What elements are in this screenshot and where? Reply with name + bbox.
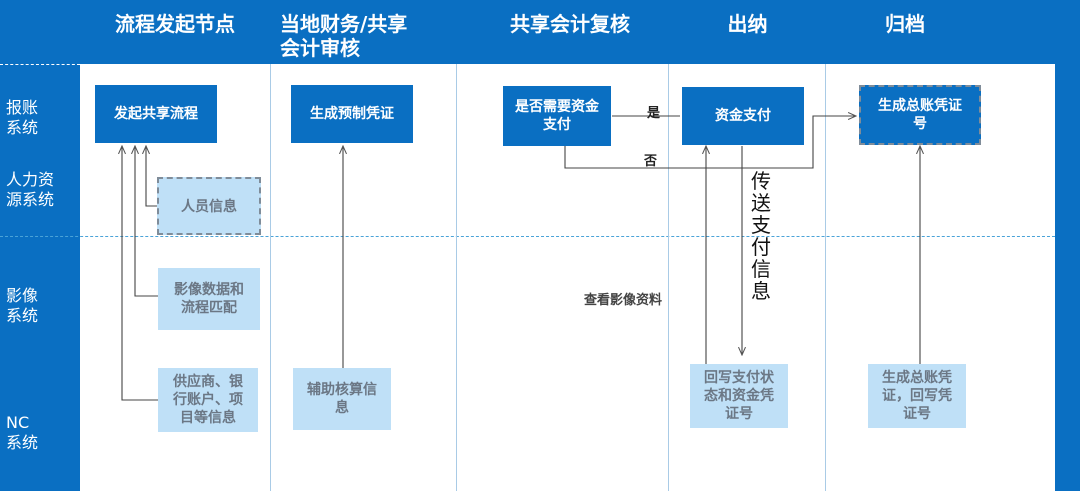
column-header-cashier: 出纳 [727,12,768,36]
column-header-initiate: 流程发起节点 [115,12,235,36]
edge-label-yes: 是 [647,106,661,121]
row-label-imaging: 影像 系统 [6,286,39,325]
edge-image-to-start [135,146,158,297]
node-need-payment: 是否需要资金 支付 [503,86,611,146]
node-generate-ledger-nc: 生成总账凭 证，回写凭 证号 [868,364,966,428]
column-divider-2 [456,64,457,491]
node-personnel-info: 人员信息 [157,177,261,235]
column-divider-3 [668,64,669,491]
node-image-match: 影像数据和 流程匹配 [158,268,260,330]
edge-personnel-to-start [146,146,157,207]
row-label-expense: 报账 系统 [6,98,39,137]
column-header-shared-review: 共享会计复核 [510,12,630,36]
edge-supplier-to-start [122,146,158,401]
lane-divider-top-left [0,64,80,65]
row-label-nc: NC 系统 [6,413,39,452]
row-label-hr: 人力资 源系统 [6,170,55,209]
node-generate-ledger-number: 生成总账凭证 号 [859,85,981,145]
node-aux-accounting: 辅助核算信 息 [293,368,391,430]
node-start-flow: 发起共享流程 [95,85,217,143]
node-supplier-info: 供应商、银 行账户、项 目等信息 [158,368,258,432]
column-divider-1 [270,64,271,491]
column-divider-4 [825,64,826,491]
edge-label-no: 否 [644,154,658,169]
node-generate-pre-voucher: 生成预制凭证 [291,85,413,143]
node-view-images: 查看影像资料 [584,293,663,308]
node-fund-payment: 资金支付 [682,87,804,145]
edge-no-to-ledger [564,116,856,169]
column-header-local-review: 当地财务/共享 会计审核 [280,12,408,60]
node-write-back-status: 回写支付状 态和资金凭 证号 [690,364,788,428]
edge-label-transmit-payment: 传送支付信息 [751,169,771,303]
column-header-archive: 归档 [885,12,925,36]
lane-divider-imaging [0,236,1055,237]
